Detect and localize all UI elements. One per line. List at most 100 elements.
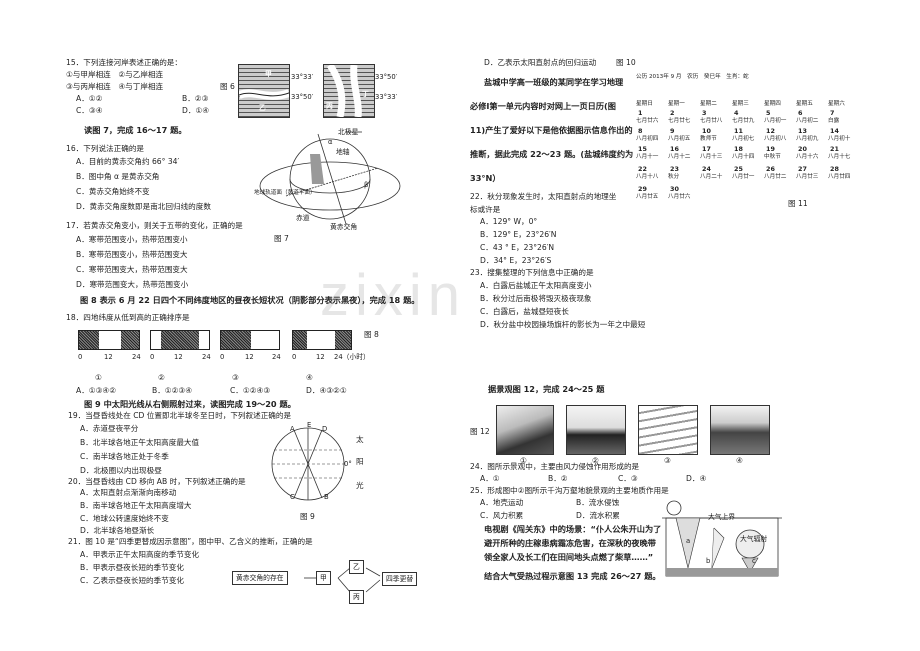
q16-D: D．黄赤交角度数即是南北回归线的度数 (76, 202, 211, 211)
fig13-heat-diagram (662, 500, 782, 577)
fig9-label: 图 9 (300, 512, 315, 521)
fig8-bar-4 (292, 330, 352, 350)
cal-date: 7 (830, 109, 835, 117)
fig8-num-1: ① (95, 373, 102, 382)
fig12-num-4: ④ (736, 456, 743, 465)
q23-D: D．秋分盐中校园操场旗杆的影长为一年之中最短 (480, 320, 646, 329)
q20-C: C．地球公转速度始终不变 (80, 514, 169, 523)
fig6-lat4: 33°33′ (375, 93, 398, 101)
cal-date: 14 (830, 127, 839, 135)
cal-day: 星期四 (764, 101, 781, 107)
cal-date: 4 (734, 109, 739, 117)
fig6-jia: 甲 (265, 70, 272, 78)
cal-lunar: 八月初五 (668, 136, 691, 142)
q15-stem: 15．下列连接河岸表述正确的是： (66, 58, 182, 67)
fig6-lat1: 33°33′ (291, 73, 314, 81)
q23-B: B．秋分过后南极将毁灭极夜现象 (480, 294, 592, 303)
q16-A: A．目前的黄赤交角约 66° 34′ (76, 157, 180, 166)
q20-B: B．南半球各地正午太阳高度增大 (80, 501, 192, 510)
fig8-label: 图 8 (364, 330, 379, 339)
q15-B: B．②③ (182, 94, 209, 103)
q23-A: A．白露后盐城正午太阳高度变小 (480, 281, 592, 290)
q18-stem: 18．四地纬度从低到高的正确排序是 (66, 313, 190, 322)
q25-D: D．流水积累 (576, 511, 620, 520)
q19-B: B．北半球各地正午太阳高度最大值 (80, 438, 200, 447)
cal-date: 6 (798, 109, 803, 117)
intro-line-1: 盐城中学高一班级的某同学在学习地理 (484, 77, 624, 87)
cal-date: 21 (830, 145, 839, 153)
fig7-equator: 赤道 (296, 214, 310, 222)
cal-date: 15 (638, 145, 647, 153)
fig6-map-b: 丙 丁 (323, 64, 375, 118)
q19-A: A．赤道昼夜平分 (80, 424, 139, 433)
fig13-radiation: 大气辐射 (740, 535, 768, 543)
q20-stem: 20．当昼昏线由 CD 移向 AB 时，下列叙述正确的是 (68, 477, 246, 486)
cal-lunar: 八月二十 (700, 174, 723, 180)
fig12-num-3: ③ (664, 456, 671, 465)
q22-B: B．129° E，23°26′N (480, 230, 557, 239)
q15-opt2: ③与丙岸相连 ④与丁岸相连 (66, 82, 164, 91)
q17-D: D．寒带范围变大，热带范围变小 (76, 280, 189, 289)
q24-D: D．④ (686, 474, 707, 483)
cal-lunar: 八月初一 (764, 118, 787, 124)
cal-day: 星期六 (828, 101, 845, 107)
cal-lunar: 七月廿七 (668, 118, 691, 124)
q21-D: D．乙表示太阳直射点的回归运动 (484, 58, 597, 67)
cal-lunar: 八月十二 (668, 154, 691, 160)
q22-A: A．129° W，0° (480, 217, 538, 226)
q15-A: A．①② (76, 94, 103, 103)
cal-lunar: 八月十八 (636, 174, 659, 180)
cal-date: 3 (702, 109, 707, 117)
fig12-num-1: ① (520, 456, 527, 465)
cal-lunar: 八月廿五 (636, 194, 659, 200)
calendar-header: 公历 2013年 9 月 农历 癸巳年 生肖：蛇 (636, 74, 749, 80)
cal-lunar: 七月廿六 (636, 118, 659, 124)
fig7-axis: 地轴 (336, 148, 350, 156)
intro-line-3: 11)产生了爱好以下是他依据图示信息作出的 (470, 125, 633, 135)
cal-date: 10 (702, 127, 711, 135)
fig6-map-a: 甲 乙 (238, 64, 290, 118)
cal-date: 8 (638, 127, 643, 135)
delta-icon (327, 65, 362, 117)
cal-date: 5 (766, 109, 771, 117)
fig8-tick: 0 (150, 353, 155, 361)
q19-C: C．南半球各地正处于冬季 (80, 452, 169, 461)
material-line-3: 领全家人及长工们在田间地头点燃了柴草……” (484, 552, 654, 562)
q15-C: C．③④ (76, 106, 103, 115)
fig9-0deg: 0° (344, 460, 352, 468)
read7: 读图 7，完成 16～17 题。 (84, 125, 187, 135)
cal-date: 1 (638, 109, 643, 117)
fig7-ecliptic: 黄赤交角 (330, 223, 358, 231)
fig9-globe (271, 427, 345, 501)
fig10-box-bing: 丙 (349, 590, 364, 604)
fig9-D: D (322, 425, 328, 433)
fig6-ding: 丁 (362, 90, 369, 98)
q23-stem: 23．搜集整理的下列信息中正确的是 (470, 268, 594, 277)
q16-C: C．黄赤交角始终不变 (76, 187, 150, 196)
fig6-lat3: 33°50′ (375, 73, 398, 81)
q20-D: D．北半球各地昼渐长 (80, 526, 155, 535)
fig6-label: 图 6 (220, 82, 235, 91)
fig6-yi: 乙 (259, 104, 266, 112)
fig12-label: 图 12 (470, 427, 490, 436)
cal-date: 18 (734, 145, 743, 153)
cal-date: 11 (734, 127, 743, 135)
q17-A: A．寒带范围变小，热带范围变小 (76, 235, 188, 244)
intro-line-2: 必修Ⅰ第一单元内容时对网上一页日历(图 (470, 101, 616, 111)
cal-day: 星期一 (668, 101, 685, 107)
fig7-orbit: 地球轨道面（黄道平面） (254, 190, 316, 196)
cal-date: 24 (702, 165, 711, 173)
fig8-num-4: ④ (306, 373, 313, 382)
cal-lunar: 八月廿一 (732, 174, 755, 180)
fig8-tick: 12 (104, 353, 113, 361)
cal-lunar: 八月初八 (764, 136, 787, 142)
cal-date: 25 (734, 165, 743, 173)
q20-A: A．太阳直射点渐渐向南移动 (80, 488, 177, 497)
q22-C: C．43 ° E，23°26′N (480, 243, 555, 252)
fig8-num-2: ② (158, 373, 165, 382)
q15-D: D．①④ (182, 106, 210, 115)
cal-day: 星期日 (636, 101, 653, 107)
fig10-box-jia: 甲 (316, 571, 331, 585)
fig8-tick: 24 (202, 353, 211, 361)
fig10-box-season: 四季更替 (382, 572, 418, 586)
